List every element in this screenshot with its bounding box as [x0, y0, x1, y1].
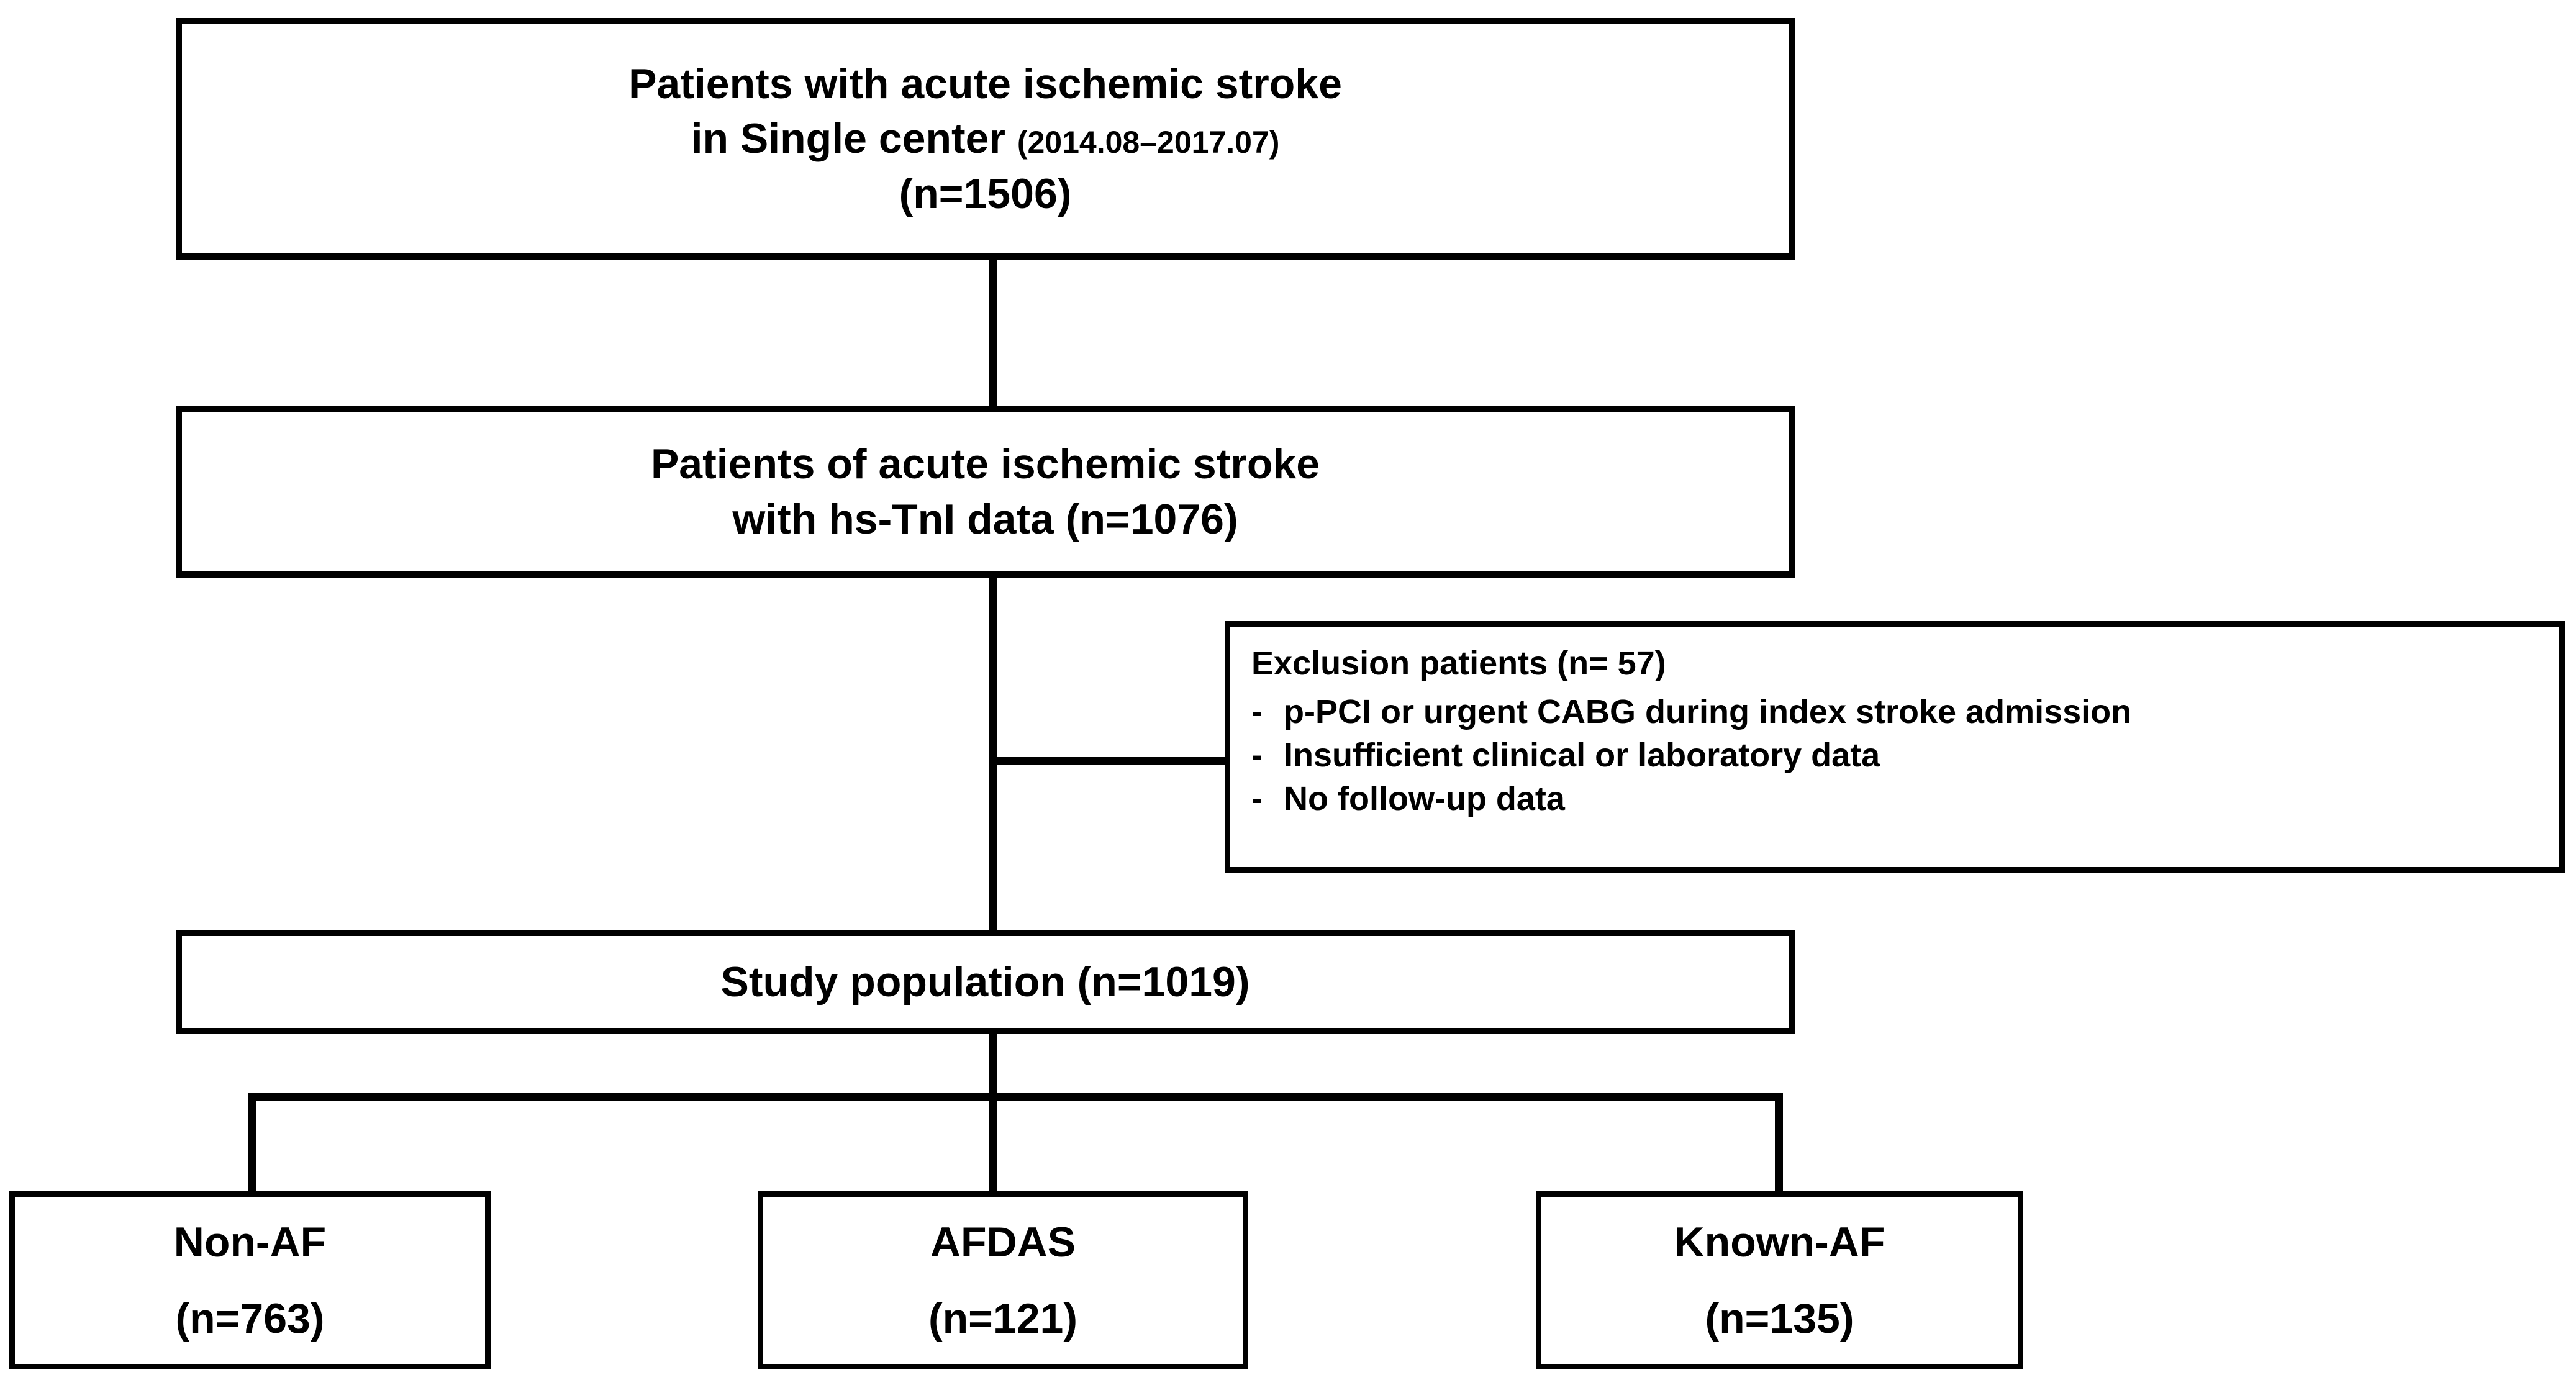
connector-troponin-to-study: [989, 573, 997, 936]
enrolled-count: (n=1506): [899, 170, 1072, 217]
list-item: - p-PCI or urgent CABG during index stro…: [1251, 690, 2131, 733]
exclusion-reason-text: Insufficient clinical or laboratory data: [1284, 736, 1880, 774]
list-item: - Insufficient clinical or laboratory da…: [1251, 733, 2131, 777]
node-enrolled-patients: Patients with acute ischemic stroke in S…: [176, 18, 1795, 260]
node-study-population: Study population (n=1019): [176, 930, 1795, 1034]
troponin-line-2: with hs-TnI data (n=1076): [732, 495, 1238, 543]
connector-branch-to-afdas: [989, 1093, 997, 1196]
non-af-count: (n=763): [175, 1294, 325, 1342]
known-af-label: Known-AF: [1674, 1219, 1885, 1266]
exclusion-title: Exclusion patients (n= 57): [1251, 645, 1666, 682]
node-exclusion-criteria: Exclusion patients (n= 57) - p-PCI or ur…: [1225, 621, 2565, 873]
connector-branch-to-non-af: [248, 1093, 256, 1196]
enrolled-center-label: in Single center: [691, 115, 1017, 163]
branch-bar: [248, 1093, 1782, 1101]
exclusion-reason-list: - p-PCI or urgent CABG during index stro…: [1251, 690, 2131, 821]
enrolled-line-1: Patients with acute ischemic stroke: [628, 60, 1342, 107]
known-af-count: (n=135): [1705, 1294, 1854, 1342]
enrolled-line-2: in Single center (2014.08–2017.07): [691, 111, 1280, 166]
bullet-dash-icon: -: [1251, 736, 1263, 774]
non-af-label: Non-AF: [173, 1219, 327, 1266]
afdas-label: AFDAS: [930, 1219, 1076, 1266]
connector-study-to-branch: [989, 1029, 997, 1101]
connector-enrolled-to-troponin: [989, 255, 997, 410]
connector-branch-to-known-af: [1775, 1093, 1783, 1196]
afdas-count: (n=121): [928, 1294, 1077, 1342]
exclusion-reason-text: p-PCI or urgent CABG during index stroke…: [1284, 692, 2132, 730]
node-known-af: Known-AF (n=135): [1536, 1191, 2023, 1369]
exclusion-reason-text: No follow-up data: [1284, 780, 1565, 818]
connector-to-exclusion-box: [993, 757, 1229, 765]
study-population-label: Study population (n=1019): [720, 958, 1250, 1006]
bullet-dash-icon: -: [1251, 780, 1263, 818]
troponin-line-1: Patients of acute ischemic stroke: [650, 440, 1320, 488]
bullet-dash-icon: -: [1251, 692, 1263, 730]
enrolled-date-range: (2014.08–2017.07): [1017, 125, 1280, 160]
list-item: - No follow-up data: [1251, 777, 2131, 820]
node-troponin-available: Patients of acute ischemic stroke with h…: [176, 406, 1795, 578]
node-non-af: Non-AF (n=763): [9, 1191, 491, 1369]
node-afdas: AFDAS (n=121): [758, 1191, 1248, 1369]
